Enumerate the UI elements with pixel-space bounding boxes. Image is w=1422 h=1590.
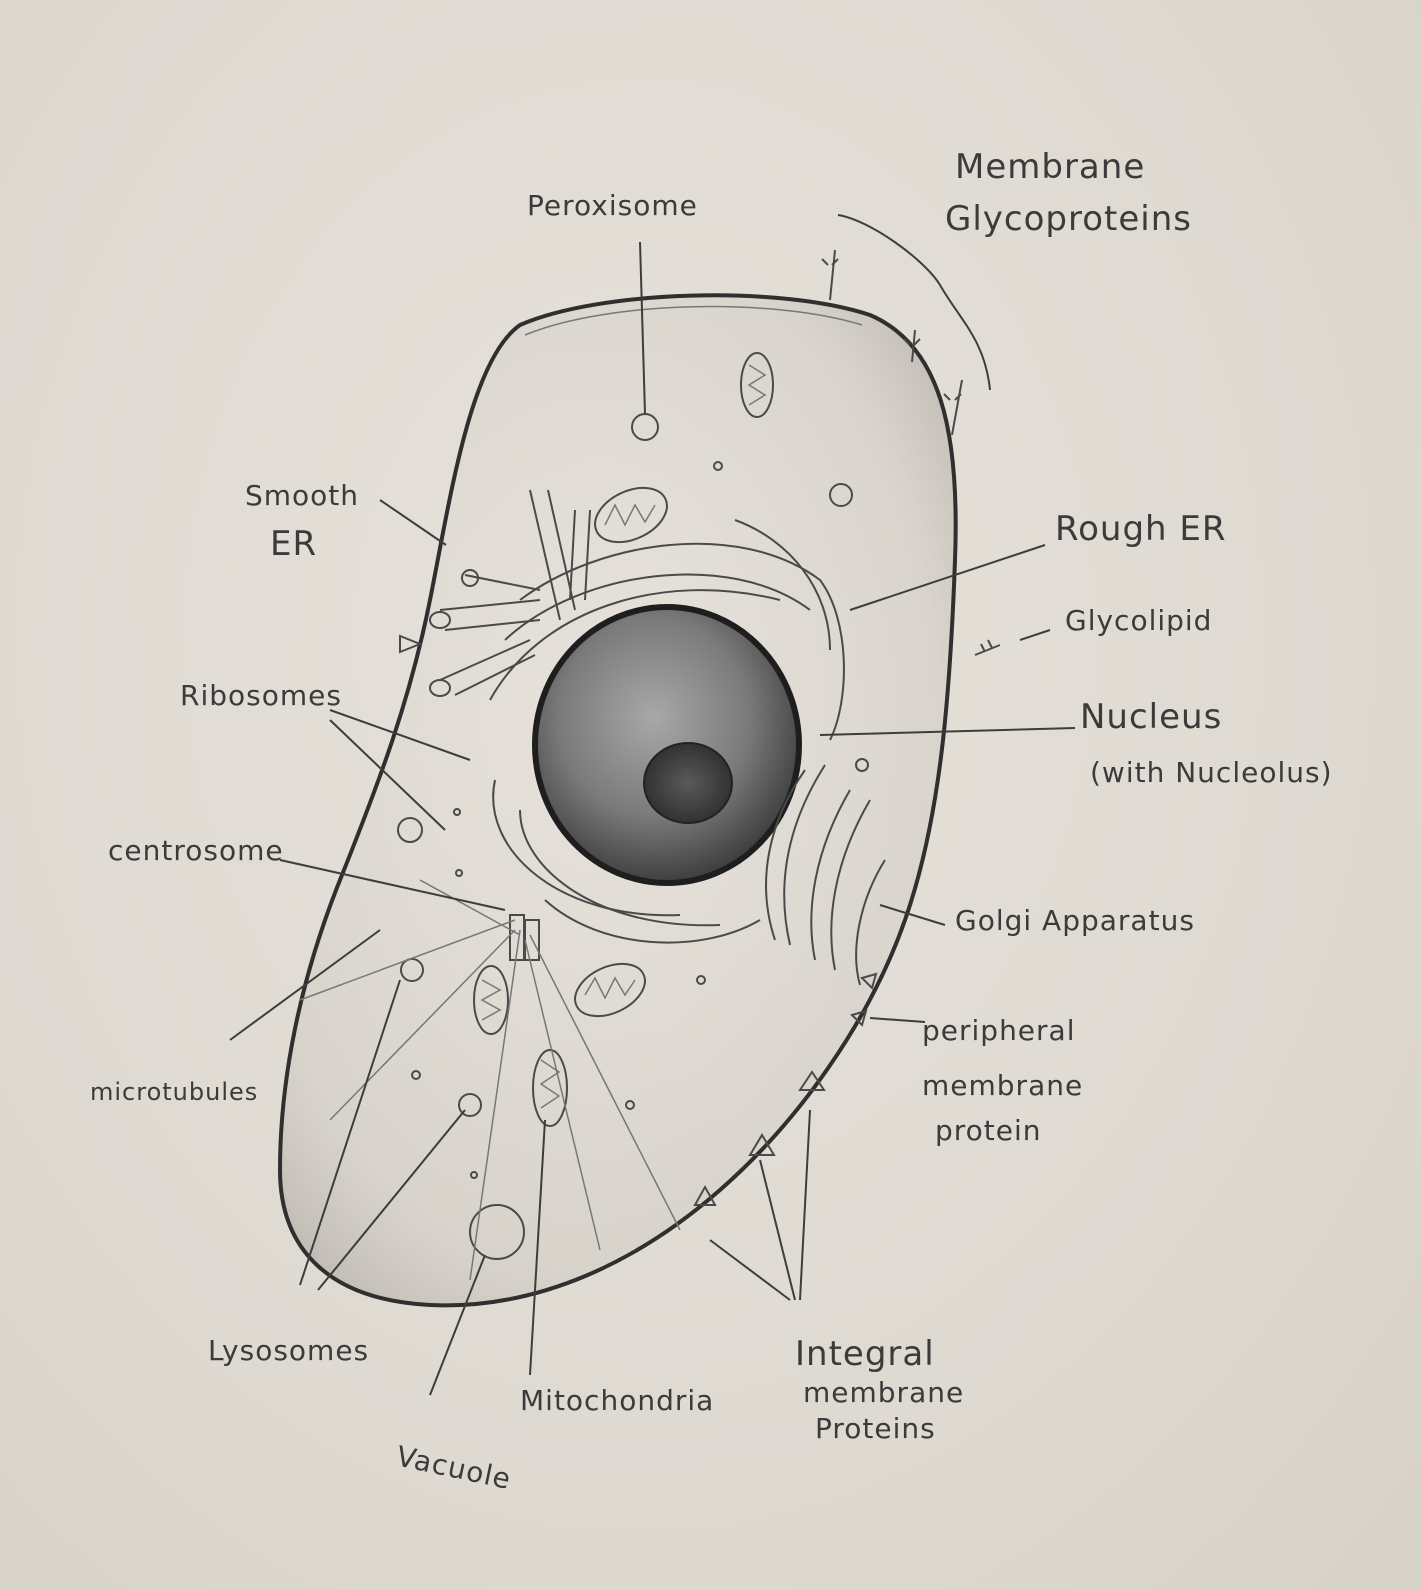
lysosome <box>458 1093 482 1117</box>
label-lysosomes: Lysosomes <box>208 1334 369 1367</box>
label-nucleus-line1: Nucleus <box>1080 697 1222 737</box>
label-integral-line2: membrane <box>803 1376 964 1409</box>
golgi-apparatus <box>765 758 886 986</box>
mitochondrion-upper-right <box>740 352 774 418</box>
mitochondrion-mid <box>574 962 646 1018</box>
lysosome <box>397 817 423 843</box>
peripheral-membrane-protein <box>850 972 878 1027</box>
label-integral-line3: Proteins <box>815 1412 936 1445</box>
glycolipid <box>974 639 1001 656</box>
label-integral-line1: Integral <box>795 1334 935 1374</box>
vesicle <box>696 975 706 985</box>
label-centrosome: centrosome <box>108 834 284 867</box>
membrane-glycoproteins <box>821 249 963 436</box>
label-vacuole: Vacuole <box>394 1440 515 1496</box>
microtubules <box>299 879 681 1281</box>
ribosome <box>453 808 461 816</box>
label-peripheral-line1: peripheral <box>922 1014 1076 1047</box>
label-glycolipid: Glycolipid <box>1065 604 1212 637</box>
label-microtubules: microtubules <box>90 1078 258 1106</box>
mitochondrion-left <box>473 965 509 1035</box>
label-membrane-glycoproteins-line2: Glycoproteins <box>945 199 1192 239</box>
ribosome <box>455 869 463 877</box>
label-membrane-glycoproteins-line1: Membrane <box>955 147 1145 187</box>
label-peroxisome: Peroxisome <box>527 189 698 222</box>
label-ribosomes: Ribosomes <box>180 679 342 712</box>
label-mitochondria: Mitochondria <box>520 1384 714 1417</box>
label-peripheral-line3: protein <box>935 1114 1042 1147</box>
label-nucleus-line2: (with Nucleolus) <box>1090 756 1333 789</box>
smooth-er <box>429 489 591 697</box>
vesicle <box>625 1100 635 1110</box>
vacuole <box>469 1204 525 1260</box>
labels: Peroxisome Membrane Glycoproteins Smooth… <box>90 147 1333 1496</box>
vesicle <box>713 461 723 471</box>
vesicle <box>411 1070 421 1080</box>
label-rough-er: Rough ER <box>1055 509 1227 549</box>
rough-er <box>489 519 845 944</box>
vesicle <box>470 1171 478 1179</box>
label-peripheral-line2: membrane <box>922 1069 1083 1102</box>
integral-membrane-proteins <box>399 634 826 1206</box>
label-smooth-er-line2: ER <box>270 524 317 564</box>
label-smooth-er-line1: Smooth <box>245 479 359 512</box>
label-golgi-apparatus: Golgi Apparatus <box>955 904 1195 937</box>
cell-membrane-inner-line <box>524 305 863 336</box>
vesicle <box>829 483 853 507</box>
nucleolus <box>643 742 733 824</box>
mitochondrion-top <box>594 486 668 544</box>
nucleus <box>532 604 802 886</box>
mitochondrion-bottom <box>532 1049 568 1127</box>
leader-lines <box>229 214 1076 1396</box>
